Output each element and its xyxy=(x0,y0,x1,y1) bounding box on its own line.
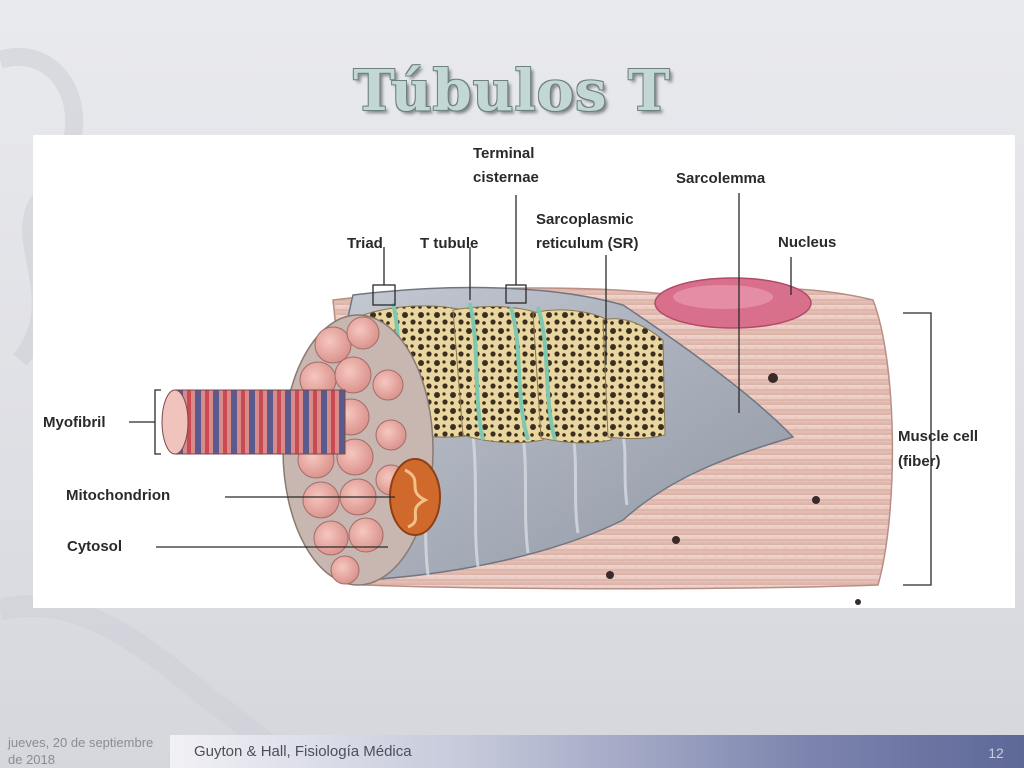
label-mitochondrion: Mitochondrion xyxy=(66,487,171,504)
label-t-tubule: T tubule xyxy=(420,235,479,252)
label-sarcoplasmic-line1: Sarcoplasmic xyxy=(536,211,634,228)
label-muscle-cell-line2: (fiber) xyxy=(898,453,941,470)
page-number: 12 xyxy=(988,745,1004,761)
label-myofibril: Myofibril xyxy=(43,414,106,431)
label-sarcoplasmic-line2: reticulum (SR) xyxy=(536,235,639,252)
muscle-fiber-diagram: Terminal cisternae Sarcolemma Sarcoplasm… xyxy=(33,135,1015,608)
footer-source: Guyton & Hall, Fisiología Médica xyxy=(194,743,412,760)
label-terminal-cisternae-line2: cisternae xyxy=(473,169,539,186)
footer-band xyxy=(170,735,1024,768)
leader-lines xyxy=(129,193,932,586)
footer-date: jueves, 20 de septiembre de 2018 xyxy=(8,735,154,767)
mitochondrion-shape xyxy=(389,458,441,536)
label-nucleus: Nucleus xyxy=(778,234,837,251)
slide-title: Túbulos T xyxy=(353,58,671,124)
label-terminal-cisternae-line1: Terminal xyxy=(473,145,535,162)
label-triad: Triad xyxy=(347,235,383,252)
label-cytosol: Cytosol xyxy=(67,538,123,555)
label-sarcolemma: Sarcolemma xyxy=(676,170,766,187)
myofibril-shape xyxy=(161,389,346,455)
label-muscle-cell-line1: Muscle cell xyxy=(898,428,979,445)
